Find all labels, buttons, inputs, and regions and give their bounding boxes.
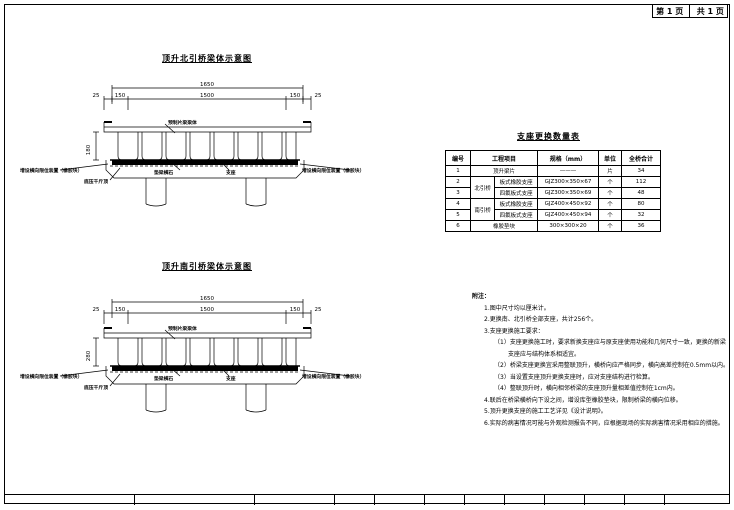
cell-item: 板式橡胶支座 [494,176,538,188]
note-line: 6.实际的病害情况可能与外观检测报告不同，应根据现场的实际病害情况采用相应的措施… [484,419,724,427]
note-line: 4.联后在桥梁横桥向下设之间，增设库型橡胶垫块，限制桥梁的横向位移。 [484,396,682,404]
cell-item: 板式橡胶支座 [494,198,538,210]
cell-spec: GJZ400×450×94 [537,209,599,221]
south-label-bearing-pad: 垫梁横石 [154,375,173,382]
cell-total: 112 [621,176,661,188]
note-line: 3.支座更换施工要求： [484,327,544,335]
table-row: 6 橡胶垫块 300×300×20 个 36 [445,220,661,232]
south-label-limit-left: 增设横向限位装置（橡胶块） [20,373,82,380]
note-line: （2）桥梁支座更换宜采用整联顶升，横桥向应严格同步，横向高差控制在0.5mm以内… [494,362,730,369]
page-current: 第 1 页 [656,6,684,16]
table-header: 单位 [598,150,622,166]
page-number-box: 第 1 页 共 1 页 [652,4,728,18]
cell-spec: GJZ300×350×69 [537,187,599,199]
note-line: 5.顶升更换支座的施工工艺详见《设计说明》。 [484,408,607,415]
cell-unit: 个 [598,220,622,232]
cell-total: 34 [621,165,661,177]
table-header: 编号 [445,150,471,166]
north-dim-cant-left: 25 [93,93,100,99]
south-diagram-title: 顶升南引桥梁体示意图 [162,262,252,271]
south-label-beam: 预制片梁梁体 [168,325,197,332]
cell-no: 1 [445,165,471,177]
south-dim-edge-left: 150 [115,307,126,313]
north-label-beam: 预制片梁梁体 [168,119,197,126]
cell-no: 3 [445,187,471,199]
south-label-limit-right: 增设横向限位装置（橡胶块） [302,373,364,380]
note-line: （3）当设置支座顶升更换支座时，应对支座结构进行检算。 [494,373,654,381]
cell-spec: GJZ400×450×92 [537,198,599,210]
table-row: 2 北引桥 板式橡胶支座 GJZ300×350×67 个 112 [445,176,661,199]
cell-total: 36 [621,220,661,232]
cell-unit: 个 [598,198,622,210]
cell-unit: 片 [598,165,622,177]
cell-group-south: 南引桥 [469,198,496,221]
north-dim-total: 1650 [200,82,214,88]
table-row: 3 四氟板式支座 GJZ300×350×69 个 48 [445,187,661,199]
cell-spec: 300×300×20 [537,220,599,232]
cell-item: 四氟板式支座 [494,209,538,221]
south-dim-cant-left: 25 [93,307,100,313]
title-block-strip [4,494,730,505]
south-label-jack: 底压千斤顶 [84,384,108,391]
cell-total: 80 [621,198,661,210]
north-dim-edge-left: 150 [115,93,126,99]
cell-unit: 个 [598,187,622,199]
cell-total: 48 [621,187,661,199]
south-dim-main: 1500 [200,307,214,313]
note-line: 2.更换南、北引桥全部支座，共计256个。 [484,316,598,323]
north-diagram-title: 顶升北引桥梁体示意图 [162,54,252,63]
cell-item: 顶升梁片 [470,165,538,177]
table-row: 4 南引桥 板式橡胶支座 GJZ400×450×92 个 80 [445,198,661,221]
note-line: （1）支座更换施工时，要求新换支座应与原支座使用功能和几何尺寸一致，更换的新梁 [494,339,726,346]
north-label-bearing-pad: 垫梁横石 [154,169,173,176]
cell-spec: GJZ300×350×67 [537,176,599,188]
north-dim-height: 180 [86,144,92,155]
north-label-limit-right: 增设横向限位装置（橡胶块） [302,167,364,174]
north-label-support: 支座 [226,169,236,176]
north-dim-main: 1500 [200,93,214,99]
cell-no: 2 [445,176,471,188]
page-number-divider [689,5,691,17]
cell-unit: 个 [598,176,622,188]
north-label-limit-left: 增设横向限位装置（橡胶块） [20,167,82,174]
bearing-quantity-table: 编号 工程项目 规格（mm） 单位 全桥合计 1 顶升梁片 ——— 片 34 2… [445,150,661,232]
cell-no: 5 [445,209,471,221]
cell-no: 4 [445,198,471,210]
cell-spec: ——— [537,165,599,177]
cell-item: 四氟板式支座 [494,187,538,199]
table-header-row: 编号 工程项目 规格（mm） 单位 全桥合计 [445,150,661,166]
north-dim-edge-right: 150 [290,93,301,99]
cell-unit: 个 [598,209,622,221]
table-row: 1 顶升梁片 ——— 片 34 [445,165,661,177]
north-label-jack: 底压千斤顶 [84,178,108,185]
cell-item: 橡胶垫块 [470,220,538,232]
south-dim-edge-right: 150 [290,307,301,313]
south-dim-height: 280 [86,350,92,361]
table-title: 支座更换数量表 [517,132,580,141]
page-total: 共 1 页 [696,6,724,16]
cell-total: 32 [621,209,661,221]
note-line: 1.图中尺寸均以厘米计。 [484,304,550,312]
table-header: 全桥合计 [621,150,661,166]
table-header: 工程项目 [470,150,538,166]
table-header: 规格（mm） [537,150,599,166]
south-label-support: 支座 [226,375,236,382]
notes-heading: 附注： [472,293,491,300]
south-dim-total: 1650 [200,296,214,302]
cell-group-north: 北引桥 [469,176,496,199]
note-line: （4）整联顶升时，横向相邻桥梁的支座顶升量相差值控制在1cm内。 [494,385,679,392]
cell-no: 6 [445,220,471,232]
north-dim-cant-right: 25 [315,93,322,99]
notes-block: 附注： 1.图中尺寸均以厘米计。 2.更换南、北引桥全部支座，共计256个。 3… [472,291,729,429]
south-dim-cant-right: 25 [315,307,322,313]
drawing-frame [4,4,730,504]
note-line: 支座应与结构体系相适宜。 [508,350,581,358]
